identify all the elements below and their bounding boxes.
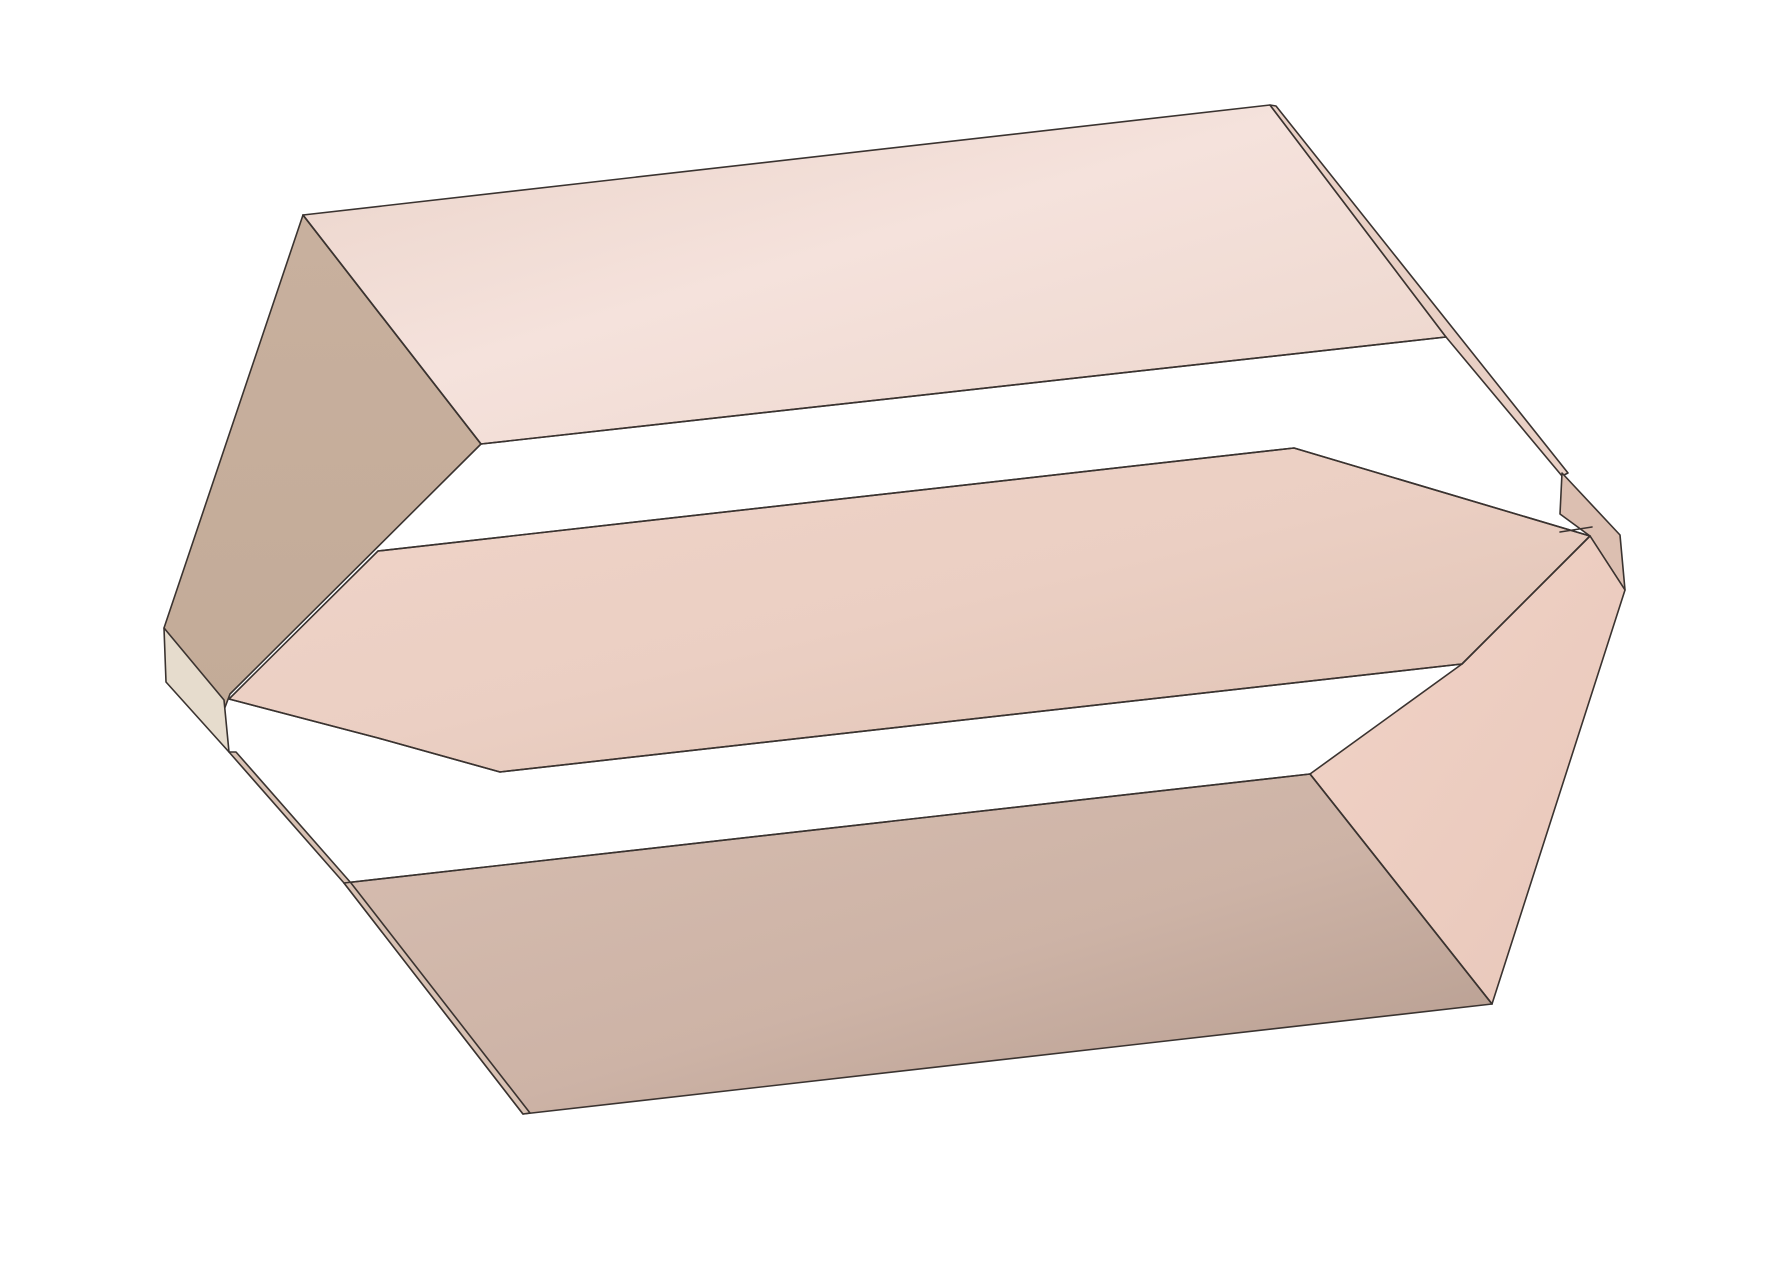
bottom-top-edge: [343, 773, 1493, 1005]
top-right-edge-strip[interactable]: [1269, 104, 1569, 477]
left-end-cap[interactable]: [163, 627, 230, 753]
bottom-face[interactable]: [343, 773, 1493, 1115]
right-tab-mark: [1559, 526, 1593, 533]
middle-bottom-edge: [228, 535, 1591, 773]
top-face[interactable]: [302, 104, 1447, 445]
top-inner-edge: [302, 214, 1447, 445]
middle-top-edge: [377, 447, 1591, 552]
